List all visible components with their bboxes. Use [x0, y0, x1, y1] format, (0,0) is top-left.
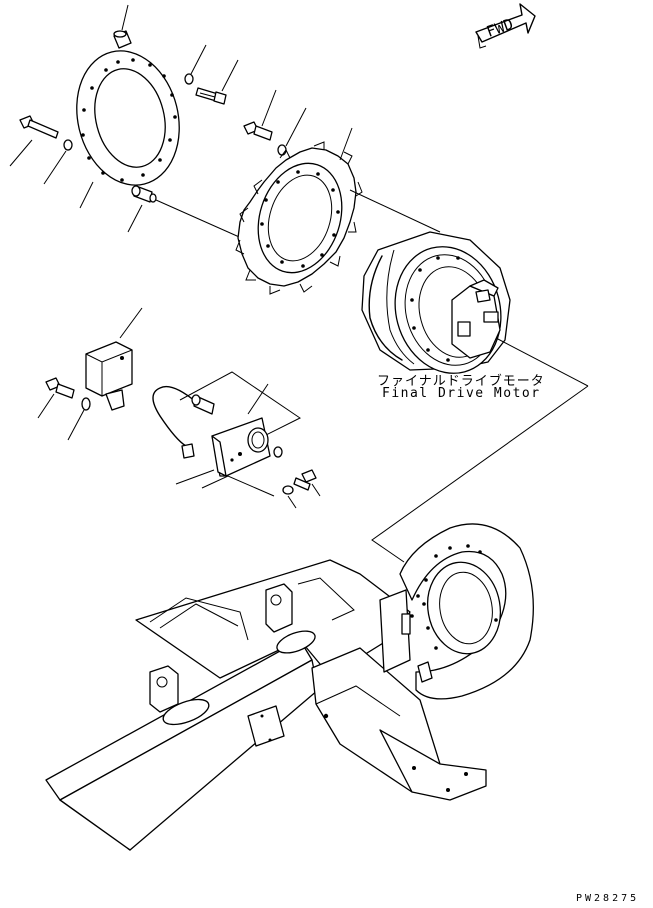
bolt-sprocket [243, 89, 277, 141]
bolt-upper [195, 59, 239, 105]
callout-label-en: Final Drive Motor [382, 386, 541, 401]
fwd-arrow-icon [475, 3, 536, 49]
motor-mount-housing [399, 523, 534, 700]
bolt-cover [37, 377, 75, 419]
bolt-left [9, 115, 59, 167]
sensor-cover [85, 307, 143, 411]
washer-sprocket [277, 107, 307, 156]
drawing-id: PW28275 [576, 893, 640, 904]
callout-label-jp: ファイナルドライブモータ [377, 374, 545, 389]
spacer-bushing [113, 4, 132, 49]
speed-sensor [152, 371, 301, 459]
bolt-bracket [293, 469, 321, 497]
washer-upper [184, 44, 207, 85]
dowel-pin [127, 185, 247, 241]
washer-left [43, 139, 73, 185]
washer-cover [67, 397, 91, 441]
flange-plate [76, 50, 180, 209]
washer-bracket [282, 485, 297, 509]
drive-sprocket [235, 127, 441, 295]
sensor-bracket [175, 417, 283, 497]
final-drive-motor [361, 231, 589, 563]
track-frame [45, 559, 487, 851]
